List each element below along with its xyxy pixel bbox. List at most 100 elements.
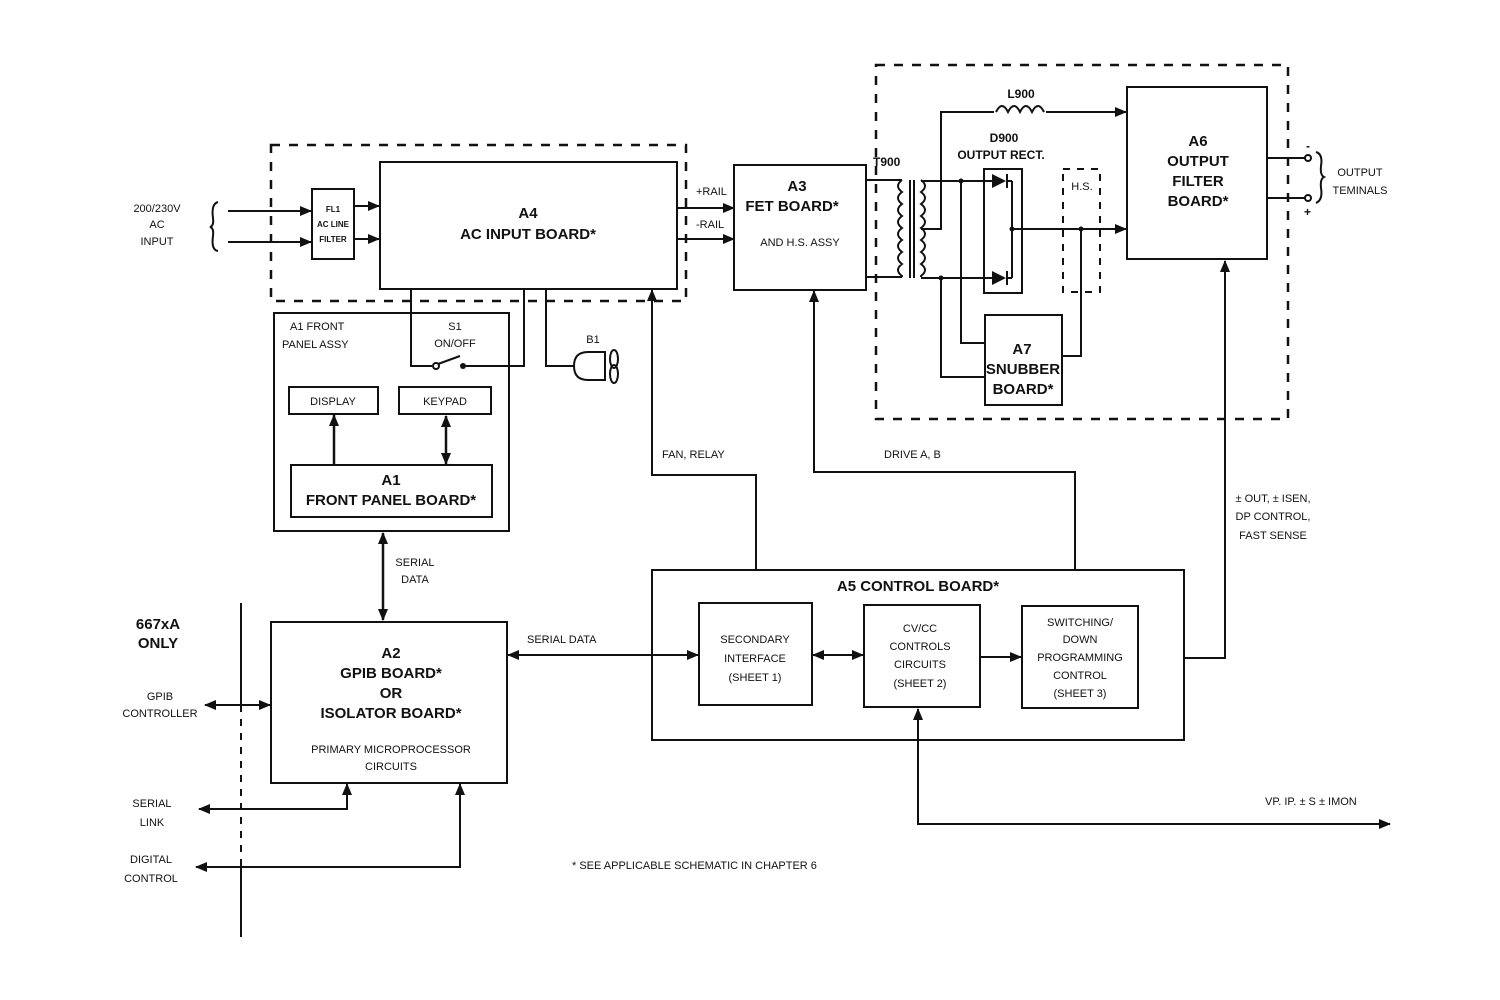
a2-title-2: ISOLATOR BOARD*	[320, 705, 461, 722]
a2-subtitle-2: CIRCUITS	[365, 761, 417, 773]
s1-label: S1	[448, 321, 461, 333]
output-terminals-label: OUTPUT	[1337, 167, 1383, 179]
switching-label-5: (SHEET 3)	[1054, 688, 1107, 700]
a1-front-panel-board	[290, 464, 493, 518]
drive-ab-label: DRIVE A, B	[884, 449, 941, 461]
terminal-minus-label: -	[1306, 139, 1310, 153]
gpib-controller-label-2: CONTROLLER	[122, 708, 197, 720]
cvcc-label-2: CONTROLS	[889, 641, 950, 653]
secondary-interface-label: SECONDARY	[720, 634, 790, 646]
ac-input-label: 200/230V AC INPUT	[133, 203, 181, 248]
cvcc-label-4: (SHEET 2)	[894, 678, 947, 690]
plus-rail-label: +RAIL	[696, 186, 727, 198]
schematic-footnote: * SEE APPLICABLE SCHEMATIC IN CHAPTER 6	[572, 860, 817, 872]
fl1-sublabel-2: FILTER	[319, 235, 347, 244]
svg-text:200/230V: 200/230V	[133, 203, 181, 215]
secondary-interface-label-2: INTERFACE	[724, 653, 786, 665]
digital-control-label-2: CONTROL	[124, 873, 178, 885]
a6-output-filter-board	[1126, 86, 1268, 260]
monitor-signals-line	[917, 710, 1391, 829]
a4-ac-input-board	[379, 161, 678, 290]
snubber-conn-1	[960, 181, 985, 344]
output-terminals-label-2: TEMINALS	[1332, 185, 1387, 197]
a6-title-2: FILTER	[1172, 173, 1224, 190]
a2-title-or: OR	[380, 685, 403, 702]
l900-inductor	[995, 105, 1045, 115]
serial-data-vert-label: SERIAL	[395, 557, 434, 569]
a1-assy-label: A1 FRONT	[290, 321, 345, 333]
a1-board-title: FRONT PANEL BOARD*	[306, 492, 476, 509]
switching-label: SWITCHING/	[1047, 617, 1114, 629]
a2-gpib-isolator-board	[270, 621, 508, 784]
cvcc-label-3: CIRCUITS	[894, 659, 946, 671]
terminal-plus-label: +	[1304, 205, 1311, 219]
s1-contact-1	[432, 362, 440, 370]
switching-label-3: PROGRAMMING	[1037, 652, 1123, 664]
fan-blade-top	[609, 349, 619, 369]
a1-assy-label-2: PANEL ASSY	[282, 339, 349, 351]
a1-board-label: A1	[381, 472, 400, 489]
monitor-signals-label: VP. IP. ± S ± IMON	[1265, 796, 1357, 808]
drive-ab-line	[809, 290, 1076, 606]
display-label: DISPLAY	[310, 396, 356, 408]
only-note-label: 667xA	[136, 616, 180, 633]
keypad-label: KEYPAD	[423, 396, 467, 408]
a3-label: A3	[787, 178, 806, 195]
serial-data-vert-label-2: DATA	[401, 574, 429, 586]
out-signals-label: ± OUT, ± ISEN,	[1235, 493, 1310, 505]
a3-title: FET BOARD*	[745, 198, 838, 215]
a3-subtitle: AND H.S. ASSY	[760, 237, 840, 249]
fl1-sublabel: AC LINE	[317, 220, 350, 229]
switching-label-2: DOWN	[1063, 634, 1098, 646]
out-signals-label-2: DP CONTROL,	[1236, 511, 1311, 523]
ac-input-brace	[209, 201, 219, 252]
svg-text:INPUT: INPUT	[141, 236, 174, 248]
fan-blade-bottom	[609, 364, 619, 384]
minus-rail-label: -RAIL	[696, 219, 724, 231]
digital-control-label: DIGITAL	[130, 854, 172, 866]
snubber-conn-3	[1061, 229, 1082, 357]
diode-top-icon	[992, 174, 1006, 188]
out-signals-label-3: FAST SENSE	[1239, 530, 1307, 542]
a4-label: A4	[518, 205, 538, 222]
s1-wire-right	[463, 289, 525, 367]
a6-label: A6	[1188, 133, 1207, 150]
a2-subtitle: PRIMARY MICROPROCESSOR	[311, 744, 471, 756]
switching-control-box	[1021, 605, 1139, 709]
fan-relay-line	[647, 289, 757, 604]
center-tap-to-l900	[921, 107, 1127, 230]
s1-wire-left	[410, 289, 432, 367]
a5-title: A5 CONTROL BOARD*	[837, 578, 999, 595]
fl1-ac-line-filter	[311, 188, 355, 260]
output-terminal-plus	[1304, 194, 1312, 202]
t900-primary-coil	[897, 179, 904, 277]
output-enclosure	[874, 63, 1290, 421]
a7-snubber-board	[984, 314, 1063, 406]
a2-label: A2	[381, 645, 400, 662]
s1-title: ON/OFF	[434, 338, 476, 350]
a7-title: SNUBBER	[986, 361, 1060, 378]
heatsink-box	[1062, 168, 1101, 293]
secondary-interface-box	[698, 602, 813, 706]
output-brace	[1315, 151, 1327, 204]
a4-title: AC INPUT BOARD*	[460, 226, 596, 243]
b1-wire	[545, 289, 574, 367]
gpib-controller-label: GPIB	[147, 691, 173, 703]
cvcc-controls-box	[863, 604, 981, 708]
svg-text:AC: AC	[149, 219, 164, 231]
l900-label: L900	[1007, 87, 1035, 101]
serial-link-arrow	[198, 784, 348, 814]
keypad-box	[398, 386, 492, 415]
fl1-label: FL1	[326, 205, 341, 214]
d900-title: OUTPUT RECT.	[957, 148, 1044, 162]
a3-fet-board	[733, 164, 867, 291]
d900-label: D900	[990, 131, 1019, 145]
ac-input-enclosure	[269, 143, 688, 303]
serial-data-horiz-label: SERIAL DATA	[527, 634, 597, 646]
heatsink-label: H.S.	[1071, 181, 1092, 193]
cvcc-label: CV/CC	[903, 623, 937, 635]
diode-bottom-icon	[992, 271, 1006, 285]
s1-switch-blade	[437, 355, 461, 365]
a7-title-2: BOARD*	[993, 381, 1054, 398]
